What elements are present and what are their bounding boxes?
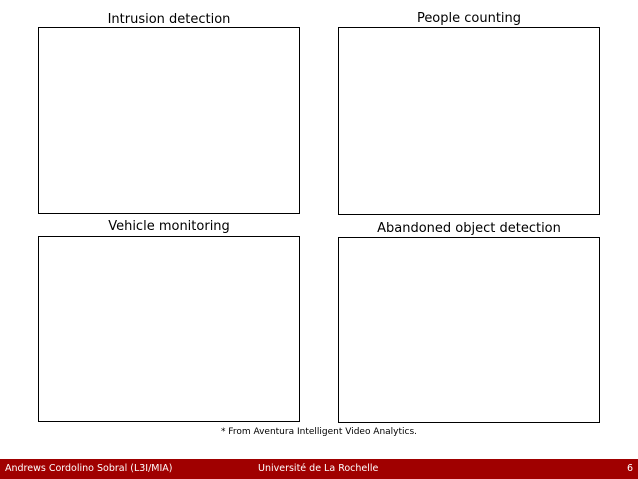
footer-page-number: 6 [626,463,633,474]
panel-title-abandoned-object-detection: Abandoned object detection [377,221,561,236]
footer-author: Andrews Cordolino Sobral (L3I/MIA) [5,463,173,474]
panel-image-people-counting [338,27,600,215]
footer-institution: Université de La Rochelle [258,463,379,474]
slide-footer: Andrews Cordolino Sobral (L3I/MIA) Unive… [0,459,638,479]
panel-image-intrusion-detection [38,27,300,214]
source-footnote: * From Aventura Intelligent Video Analyt… [220,427,418,437]
panel-title-people-counting: People counting [416,11,522,26]
panel-image-vehicle-monitoring [38,236,300,422]
panel-image-abandoned-object-detection [338,237,600,423]
panel-title-vehicle-monitoring: Vehicle monitoring [108,219,230,234]
panel-title-intrusion-detection: Intrusion detection [107,12,231,27]
